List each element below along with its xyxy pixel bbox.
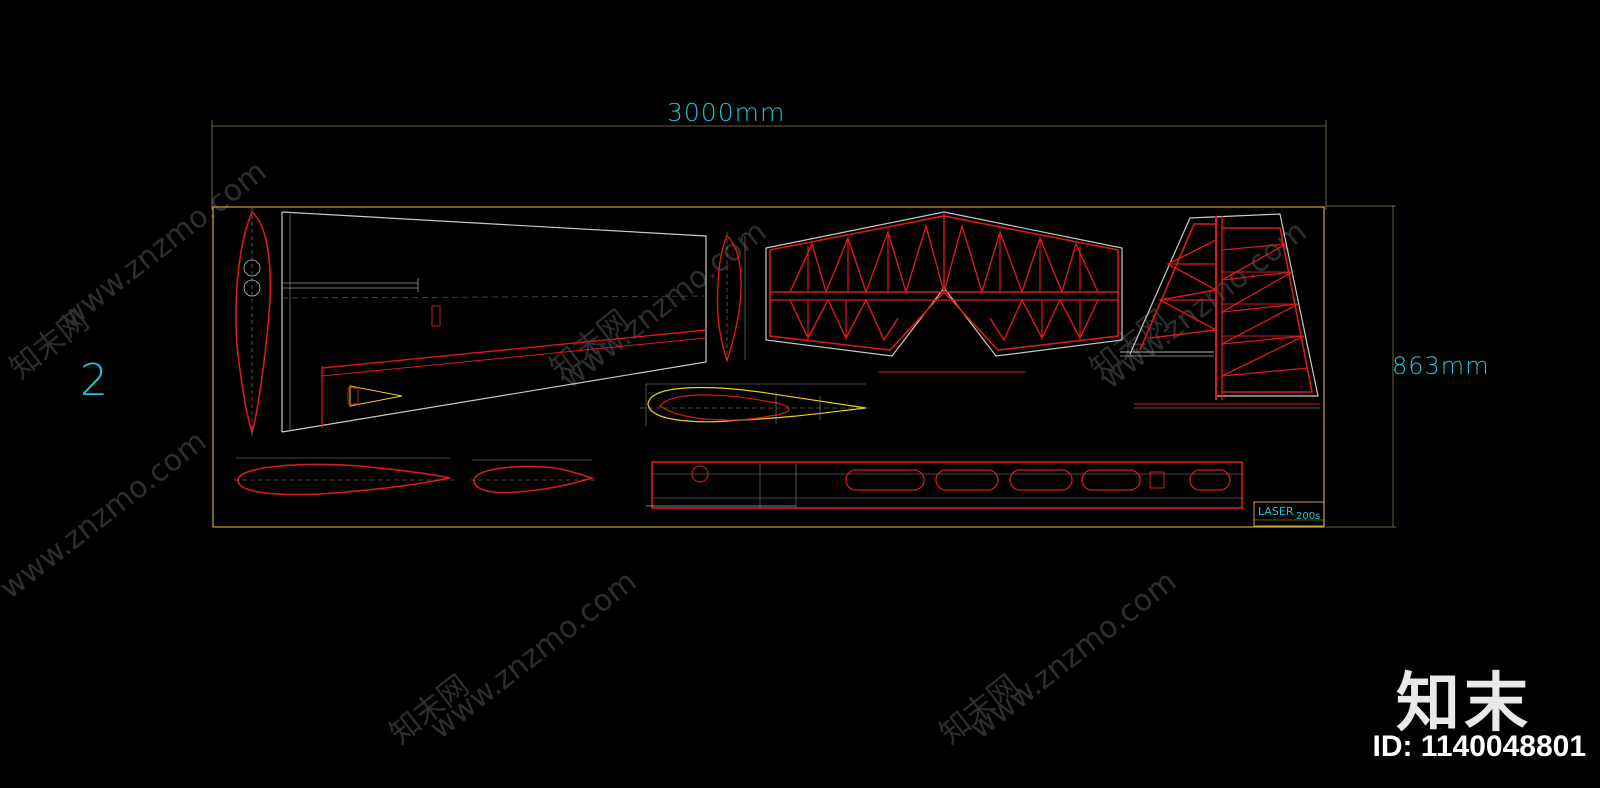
watermark-brand-logo: 知末 [1396,667,1532,741]
overall-width-dimension: 3000mm [667,98,786,127]
bottom-airfoils [234,457,596,496]
watermark-image-id: ID: 1140048801 [1372,730,1586,763]
overall-height-dimension: 863mm [1392,352,1490,380]
sheet-number: 2 [80,355,109,406]
dimension-lines [211,120,1396,528]
watermark-layer: www.znzmo.com www.znzmo.com www.znzmo.co… [0,154,1313,751]
fin-and-rudder [1120,213,1320,409]
root-rib-profile [235,210,272,435]
wing-planform [235,208,746,436]
watermark-text: www.znzmo.com [423,564,643,746]
title-block-logo-laser: LASER [1258,505,1294,518]
watermark-text: www.znzmo.com [53,154,273,336]
watermark-text: www.znzmo.com [0,424,213,606]
wing-tip-airfoil [473,465,595,494]
horizontal-stabilizer [765,211,1123,373]
center-airfoil-section [640,383,872,426]
title-block-logo-model: 200s [1296,511,1320,522]
title-block: LASER 200s [1253,501,1325,527]
fuselage-side-view [646,461,1243,509]
sheet-frame [212,206,1325,528]
wing-root-airfoil [237,463,451,496]
